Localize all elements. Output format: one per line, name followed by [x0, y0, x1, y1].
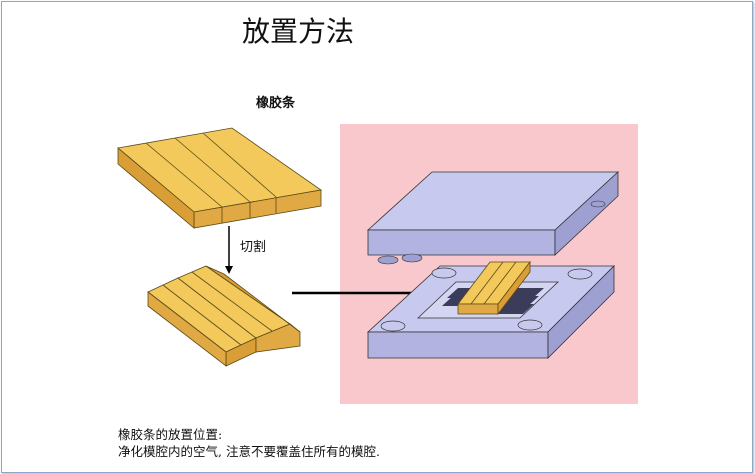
cut-rubber-strips	[147, 265, 301, 367]
rubber-slab	[117, 127, 323, 229]
note-line-2: 净化模腔内的空气, 注意不要覆盖住所有的模腔.	[118, 444, 380, 459]
upper-mold-plate	[366, 171, 620, 265]
note-line-1: 橡胶条的放置位置:	[118, 427, 223, 442]
cut-label: 切割	[240, 240, 267, 255]
rubber-strip-label: 橡胶条	[256, 96, 296, 111]
slide-title: 放置方法	[241, 15, 354, 48]
placed-rubber-strips	[457, 260, 531, 316]
cut-arrow	[225, 226, 233, 274]
